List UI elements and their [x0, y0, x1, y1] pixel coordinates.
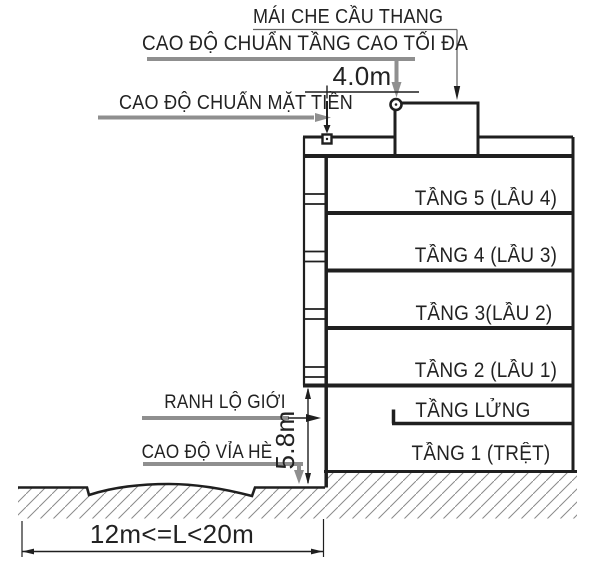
road-width-arrow-left: [22, 548, 34, 555]
facade-height-standard-label: CAO ĐỘ CHUẨN MẶT TIỀN: [119, 92, 354, 114]
facade-level-arrowhead-right: [315, 113, 331, 122]
floor-label-1: TẦNG 1 (TRỆT): [411, 442, 551, 465]
dimension-lines: [21, 387, 325, 557]
floor-slab-lines: [303, 211, 573, 388]
road-boundary-arrowhead: [306, 414, 321, 422]
sidewalk-road-profile: [18, 482, 325, 498]
facade-level-marker-dot: [325, 137, 329, 141]
road-width-arrow-right: [311, 548, 323, 555]
sidewalk-level-arrowhead: [294, 470, 304, 484]
leader-lines: [98, 28, 461, 484]
facade-height-arrow-up: [305, 387, 311, 399]
building-outline: [302, 101, 575, 488]
facade-height-dimension-value: 5.8m: [270, 410, 300, 470]
max-height-arrowhead: [391, 82, 402, 98]
max-height-standard-label: CAO ĐỘ CHUẨN TẦNG CAO TỐI ĐA: [142, 32, 469, 55]
max-height-marker-dot: [394, 103, 398, 106]
ground-hatch-area: [18, 471, 577, 519]
mezzanine-slab-line: [391, 409, 573, 426]
facade-height-arrow-down: [305, 473, 311, 485]
stair-cover-box: [393, 101, 480, 156]
level-markers: [321, 97, 403, 145]
stair-roof-arrowhead: [453, 86, 461, 100]
floor-label-4: TẦNG 4 (LẦU 3): [414, 244, 558, 267]
ground-section: [18, 470, 577, 519]
floor-label-2: TẦNG 2 (LẦU 1): [414, 359, 558, 382]
stair-roof-cover-label: MÁI CHE CẦU THANG: [253, 6, 444, 28]
setback-dimension-value: 4.0m: [332, 61, 392, 91]
floor-label-5: TẦNG 5 (LẦU 4): [414, 187, 558, 210]
floor-label-3: TẦNG 3(LẦU 2): [415, 302, 553, 325]
facade-level-arrowhead-down: [323, 125, 331, 134]
road-width-dimension-value: 12m<=L<20m: [89, 519, 255, 549]
floor-label-mezzanine: TẦNG LỬNG: [415, 399, 531, 422]
road-boundary-label: RANH LỘ GIỚI: [164, 392, 286, 413]
sidewalk-level-label: CAO ĐỘ VỈA HÈ: [141, 442, 273, 463]
balcony-strip-slab-lines: [304, 193, 326, 378]
